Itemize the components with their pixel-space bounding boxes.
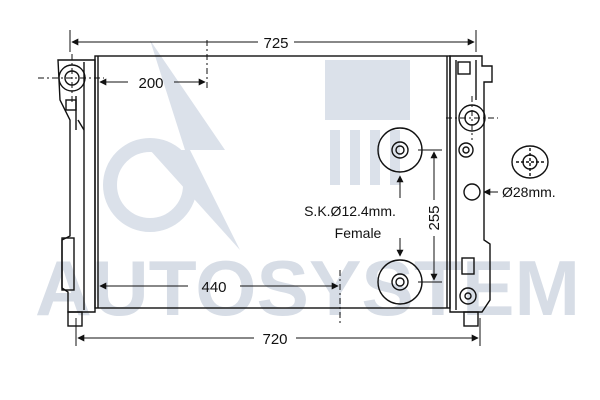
left-tank (57, 59, 96, 327)
dimension-720 (75, 318, 481, 346)
right-tank (449, 55, 493, 327)
sensor-spec-label: S.K.Ø12.4mm. (304, 203, 396, 219)
sensor-type-label: Female (335, 225, 382, 241)
watermark-text: AUTOSYSTEM (35, 244, 580, 332)
dimension-725 (69, 30, 477, 52)
dimension-720-label: 720 (262, 331, 287, 348)
radiator-core (94, 55, 451, 309)
dimension-255 (418, 149, 442, 283)
dimension-725-label: 725 (263, 35, 288, 52)
dimension-200-label: 200 (138, 75, 163, 92)
centerlines (38, 40, 498, 324)
dimension-440-label: 440 (201, 279, 226, 296)
watermark-graphics (103, 40, 410, 250)
hole-detail-symbol (511, 145, 549, 179)
sensor-boss-lower (377, 259, 423, 305)
sensor-boss-upper (377, 127, 423, 173)
dimension-255-label: 255 (426, 205, 443, 230)
hole-size-label: Ø28mm. (502, 184, 556, 200)
